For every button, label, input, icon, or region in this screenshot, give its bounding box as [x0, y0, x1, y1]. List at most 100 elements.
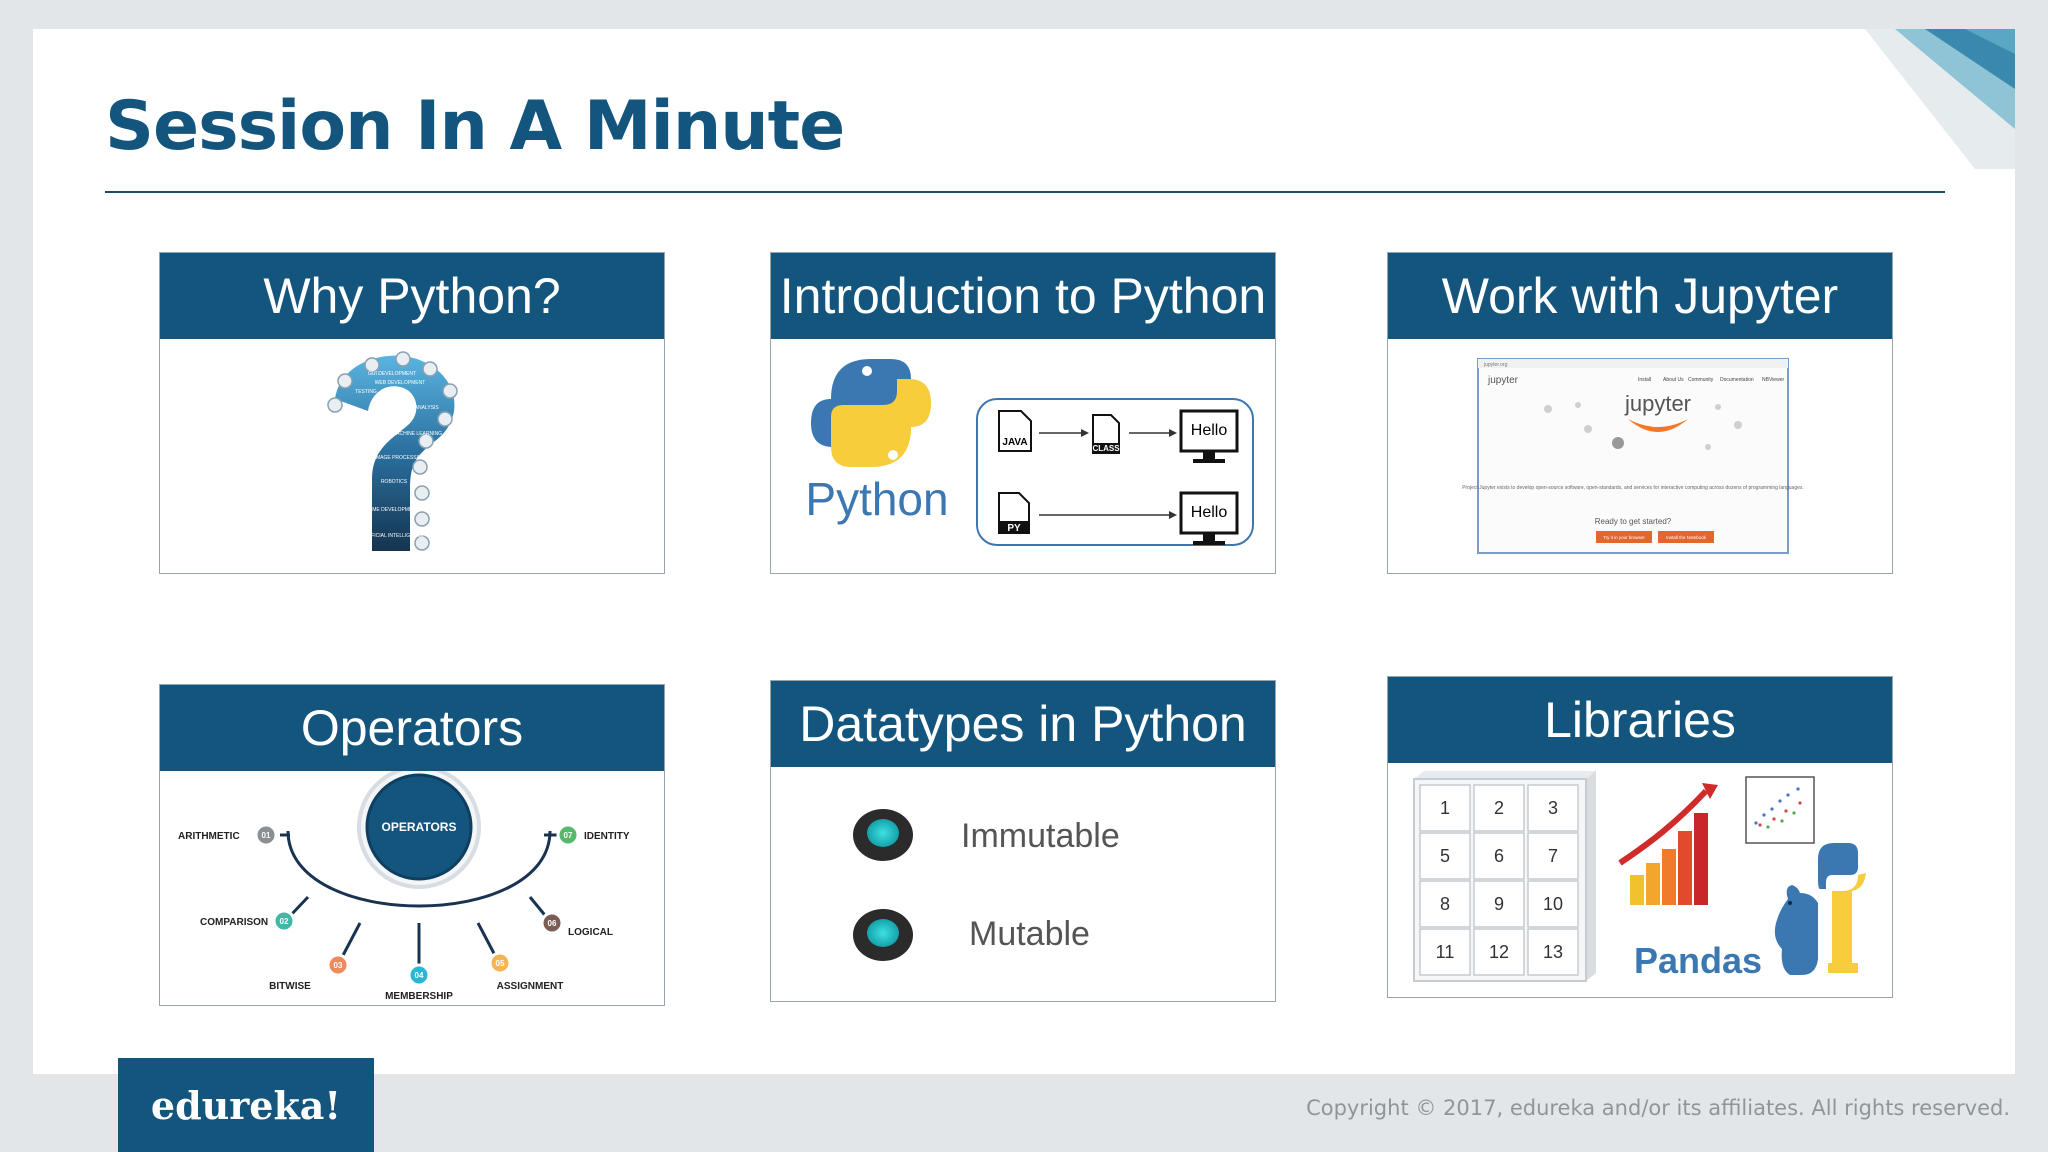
datatypes-list: Immutable Mutable: [771, 767, 1275, 1001]
card-title: Why Python?: [160, 253, 664, 339]
card-title: Datatypes in Python: [771, 681, 1275, 767]
operator-label: IDENTITY: [584, 831, 630, 842]
jupyter-screenshot: jupyter.org jupyter Install About Us Com…: [1388, 339, 1892, 573]
matrix-value: 1: [1440, 798, 1450, 818]
matrix-cell: [1419, 928, 1471, 976]
matrix-cell: [1419, 880, 1471, 928]
matrix-cell: [1473, 784, 1525, 832]
jupyter-description: Project Jupyter exists to develop open-s…: [1462, 485, 1804, 491]
card-title: Introduction to Python: [771, 253, 1275, 339]
card-title: Work with Jupyter: [1388, 253, 1892, 339]
scatter-plot-icon: [1745, 776, 1815, 844]
operator-label: LOGICAL: [568, 927, 613, 938]
card-jupyter[interactable]: Work with Jupyter jupyter.org jupyter In…: [1387, 252, 1893, 574]
card-operators[interactable]: Operators OPERATORS 01 ARITHMETIC 02 COMPAR…: [159, 684, 665, 1006]
svg-text:About Us: About Us: [1663, 377, 1684, 383]
operator-number: 05: [496, 959, 505, 968]
card-title: Operators: [160, 685, 664, 771]
monitor-icon: Hello: [1179, 409, 1239, 463]
matrix-value: 5: [1440, 846, 1450, 866]
pandas-label: Pandas: [1634, 940, 1762, 981]
matrix-cell: [1419, 832, 1471, 880]
why-item: ARTIFICIAL INTELLIGENCE: [360, 533, 425, 539]
svg-text:CLASS: CLASS: [1092, 444, 1120, 453]
matrix-value: 7: [1548, 846, 1558, 866]
jupyter-logo: jupyter: [1487, 375, 1519, 386]
svg-text:Community: Community: [1688, 377, 1714, 383]
why-item: DATA ANALYSIS: [401, 405, 439, 411]
python-logo-icon: [811, 359, 931, 467]
mutable-bullet-icon: [853, 909, 913, 961]
install-notebook-button[interactable]: [1658, 531, 1714, 543]
operator-label: MEMBERSHIP: [385, 991, 453, 1002]
operator-node-badge: [272, 909, 296, 933]
operator-number: 07: [564, 831, 573, 840]
why-item: GAME DEVELOPMENT: [365, 507, 419, 513]
operator-label: ARITHMETIC: [178, 831, 240, 842]
card-title: Libraries: [1388, 677, 1892, 763]
slide: Session In A Minute Why Python?: [33, 29, 2015, 1074]
matrix-cell: [1473, 928, 1525, 976]
matrix-value: 12: [1489, 942, 1509, 962]
matrix-cell: [1473, 880, 1525, 928]
why-python-illustration: WEB DEVELOPMENT DATA ANALYSIS MACHINE LE…: [160, 339, 664, 573]
page-title: Session In A Minute: [105, 87, 845, 166]
corner-decoration: [1865, 29, 2015, 169]
card-introduction[interactable]: Introduction to Python Python JAVA: [770, 252, 1276, 574]
datatypes-bullets: Immutable Mutable: [853, 809, 1120, 961]
jupyter-big-logo: jupyter: [1624, 391, 1691, 416]
jupyter-ready-text: Ready to get started?: [1595, 517, 1672, 526]
svg-text:NBViewer: NBViewer: [1762, 377, 1784, 383]
immutable-bullet-icon: [853, 809, 913, 861]
matrix-cell: [1419, 784, 1471, 832]
matrix-cell: [1527, 880, 1579, 928]
card-datatypes[interactable]: Datatypes in Python Immutable: [770, 680, 1276, 1002]
operator-number: 03: [334, 961, 343, 970]
matrix-value: 10: [1543, 894, 1563, 914]
jupyter-website-thumbnail: jupyter.org jupyter Install About Us Com…: [1462, 358, 1804, 554]
title-divider: [105, 191, 1945, 193]
matrix-value: 8: [1440, 894, 1450, 914]
python-label: Python: [805, 473, 948, 525]
monitor-icon: Hello: [1179, 491, 1239, 545]
svg-text:JAVA: JAVA: [1002, 437, 1027, 448]
question-mark-graphic: WEB DEVELOPMENT DATA ANALYSIS MACHINE LE…: [327, 351, 458, 551]
matrix-value: 6: [1494, 846, 1504, 866]
hello-output: Hello: [1191, 504, 1228, 521]
why-item: TESTING: [355, 389, 377, 395]
operator-number: 02: [280, 917, 289, 926]
matrix-value: 9: [1494, 894, 1504, 914]
why-item: MACHINE LEARNING: [392, 431, 442, 437]
why-item: GUI DEVELOPMENT: [368, 371, 416, 377]
matrix-cell: [1473, 832, 1525, 880]
matrix-value: 13: [1543, 942, 1563, 962]
datatype-item: Mutable: [969, 915, 1090, 953]
svg-text:Install the Notebook: Install the Notebook: [1666, 535, 1707, 540]
svg-text:Install: Install: [1638, 377, 1651, 383]
python-pandas-mascot-icon: [1774, 843, 1866, 975]
copyright-text: Copyright © 2017, edureka and/or its aff…: [1306, 1096, 2010, 1120]
growth-chart-icon: [1618, 783, 1718, 905]
operator-node-badge: [488, 951, 512, 975]
edureka-logo[interactable]: edureka!: [118, 1058, 374, 1152]
operator-node-badge: [407, 963, 431, 987]
operators-center-label: OPERATORS: [382, 820, 457, 834]
card-why-python[interactable]: Why Python? WEB DEV: [159, 252, 665, 574]
operator-number: 01: [262, 831, 271, 840]
operator-number: 06: [548, 919, 557, 928]
operator-number: 04: [415, 971, 424, 980]
hello-output: Hello: [1191, 422, 1228, 439]
operator-node-badge: [254, 823, 278, 847]
why-item: SCRIPTING: [344, 419, 371, 425]
why-item: ROBOTICS: [381, 479, 408, 485]
operator-label: COMPARISON: [200, 917, 268, 928]
operator-nodes: 01ARITHMETIC02COMPARISON03BITWISE04MEMBE…: [178, 823, 630, 1002]
operator-label: ASSIGNMENT: [497, 981, 564, 992]
intro-illustration: Python JAVA CLASS: [771, 339, 1275, 573]
try-browser-button[interactable]: [1596, 531, 1652, 543]
